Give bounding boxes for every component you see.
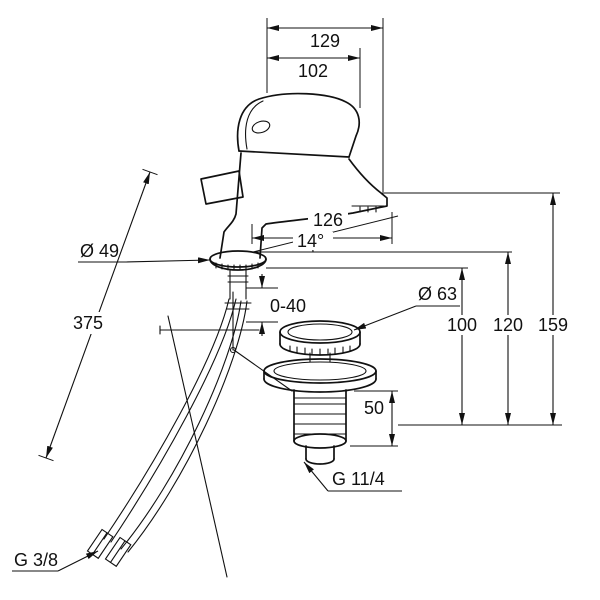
dim-375-label: 375	[73, 313, 103, 333]
handle-pivot-detail	[251, 120, 271, 134]
dim-120-label: 120	[493, 315, 523, 335]
dimension-102: 102	[267, 48, 361, 108]
dimension-angle-14: 14°	[252, 215, 512, 253]
spout-aerator	[351, 205, 385, 213]
thread-hose-label: G 3/8	[14, 550, 58, 570]
faucet-handle	[236, 92, 361, 158]
dimension-129: 129	[266, 18, 384, 192]
drain-flange	[263, 358, 377, 393]
dim-126-label: 126	[313, 210, 343, 230]
dim-129-label: 129	[310, 31, 340, 51]
label-diameter-49: Ø 49	[78, 241, 211, 264]
faucet-spout	[259, 158, 388, 259]
dim-100-label: 100	[447, 315, 477, 335]
faucet-body-drawing	[200, 92, 388, 310]
dia-49-label: Ø 49	[80, 241, 119, 261]
faucet-base-flange	[209, 250, 267, 271]
hose-connector	[104, 536, 132, 568]
dimension-375: 375	[38, 168, 158, 462]
range-0-40-label: 0-40	[270, 296, 306, 316]
thread-drain-label: G 11/4	[332, 469, 385, 489]
dim-50-label: 50	[364, 398, 384, 418]
drain-plug	[279, 320, 361, 363]
label-thread-hose: G 3/8	[12, 550, 99, 572]
dimension-50: 50	[350, 390, 398, 447]
dimension-0-40: 0-40	[246, 274, 306, 336]
dim-159-label: 159	[538, 315, 568, 335]
faucet-body-rear	[200, 170, 244, 205]
height-dimensions: 100 120 159	[266, 192, 574, 426]
dimension-126: 126	[251, 210, 393, 244]
angle-14-label: 14°	[297, 231, 324, 251]
drain-body	[293, 389, 347, 465]
popup-rod-linkage	[159, 291, 293, 578]
supply-hoses	[86, 298, 248, 568]
drain-assembly	[263, 320, 377, 465]
dim-102-label: 102	[298, 61, 328, 81]
dia-63-label: Ø 63	[418, 284, 457, 304]
label-diameter-63: Ø 63	[353, 284, 460, 331]
label-thread-drain: G 11/4	[303, 461, 402, 492]
